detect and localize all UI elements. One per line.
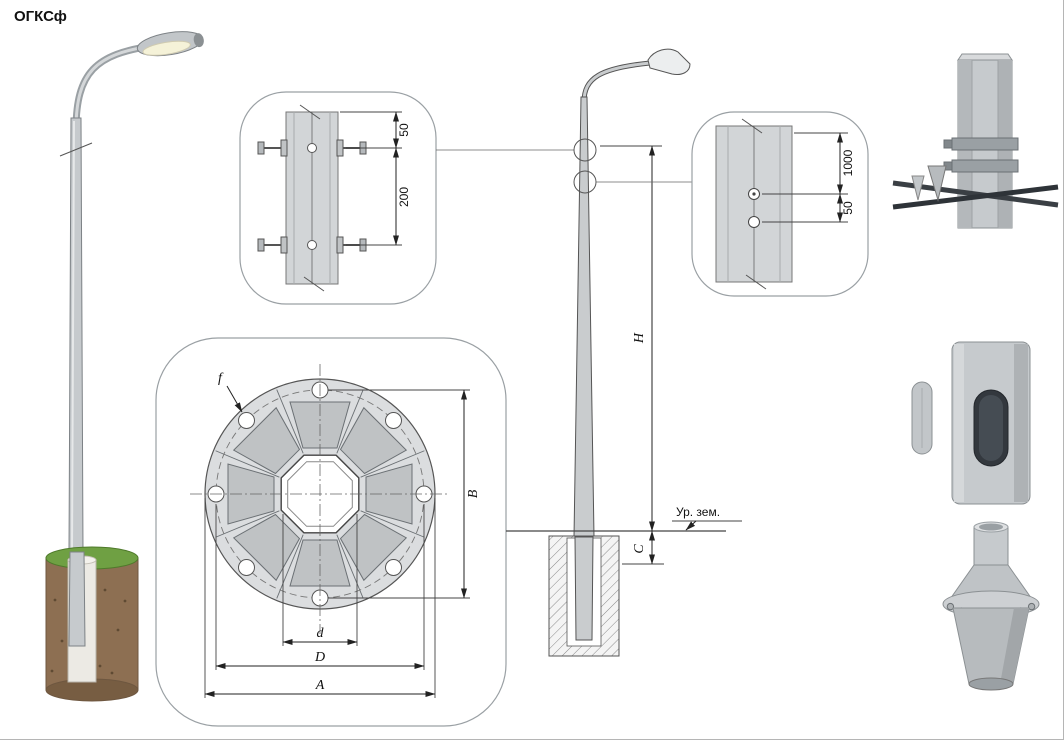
dim-big-d-label: D (314, 650, 325, 665)
dim-200-label: 200 (397, 187, 411, 207)
ground-level-label: Ур. зем. (676, 505, 720, 519)
clamp-detail-callout: 50 200 (239, 91, 437, 305)
pole-3d-render (45, 31, 204, 702)
dim-a-label: A (315, 678, 325, 693)
flange-plan-detail: f B d D A (155, 337, 507, 727)
lamp-head-elevation (647, 48, 691, 75)
dim-b-label: B (466, 489, 481, 498)
foundation-3d-render (45, 546, 139, 702)
dim-50-label: 50 (397, 123, 411, 137)
flange-base-3d-render (942, 521, 1040, 691)
pole-top-clamps-3d-render (892, 53, 1059, 229)
foundation-section (548, 535, 620, 657)
hole-detail-callout: 1000 50 (691, 111, 869, 297)
lamp-head-3d (136, 31, 204, 57)
dim-50-hole-label: 50 (841, 201, 855, 215)
suspension-fitting (927, 165, 947, 202)
dim-d-label: d (317, 626, 325, 641)
product-code-label: ОГКСф (14, 8, 67, 25)
dim-c-label: C (632, 544, 647, 554)
dim-f-label: f (218, 371, 224, 386)
detail-marker-top (573, 138, 597, 162)
service-door-3d-render (911, 341, 1031, 505)
dim-h-label: H (632, 332, 647, 344)
pole-elevation-drawing: Ур. зем. H C (506, 48, 742, 657)
dim-1000-label: 1000 (841, 149, 855, 176)
sector-lines (215, 389, 425, 599)
